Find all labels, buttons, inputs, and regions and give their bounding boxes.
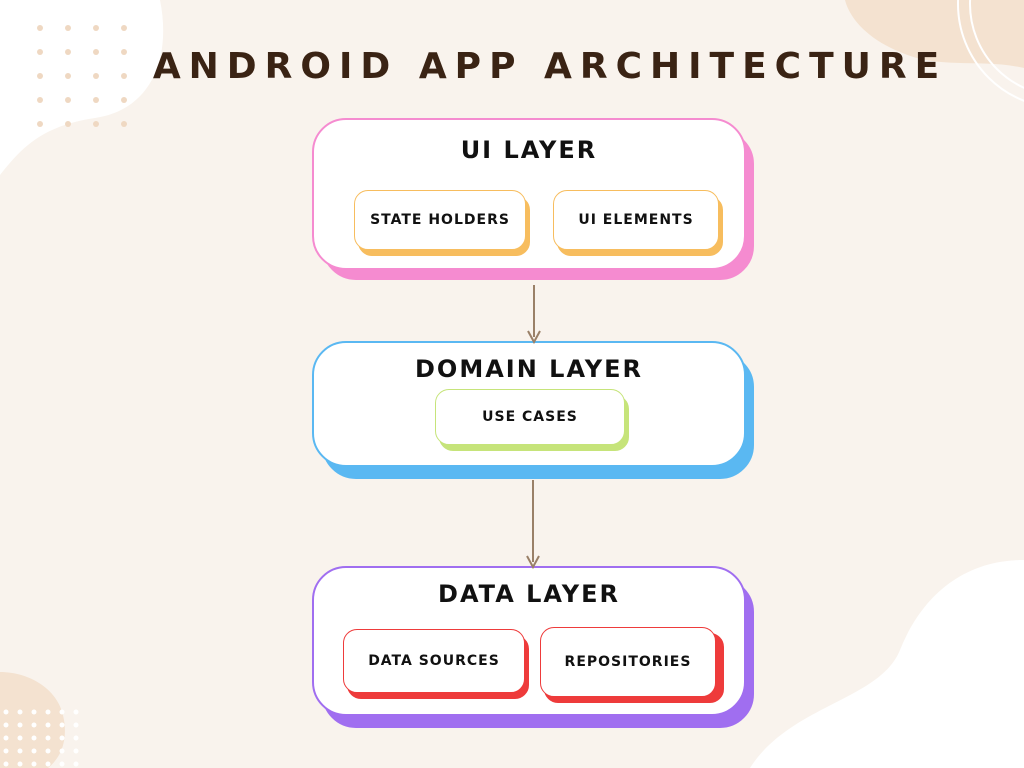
decor-dot <box>3 722 9 728</box>
decor-dot <box>37 25 43 31</box>
decor-dot <box>45 722 51 728</box>
decor-dot <box>73 709 79 715</box>
decor-dot <box>31 735 37 741</box>
ui-layer-title: UI LAYER <box>460 136 598 164</box>
ui-elements-chip: UI ELEMENTS <box>553 190 723 258</box>
decor-dot <box>65 49 71 55</box>
chip-label: REPOSITORIES <box>540 627 716 697</box>
decor-dot <box>121 121 127 127</box>
decor-dot <box>37 97 43 103</box>
decor-dot <box>121 97 127 103</box>
decor-dot <box>121 25 127 31</box>
chip-label: STATE HOLDERS <box>354 190 526 250</box>
decor-dot <box>45 748 51 754</box>
decor-dot <box>45 761 51 767</box>
ui-layer: UI LAYER STATE HOLDERS UI ELEMENTS <box>312 118 756 282</box>
decor-dot <box>17 709 23 715</box>
decor-dot <box>65 97 71 103</box>
decor-dot <box>121 73 127 79</box>
top-left-blob <box>0 0 164 175</box>
chip-label: USE CASES <box>435 389 625 445</box>
bottom-right-blob <box>750 560 1024 768</box>
decor-dot <box>3 709 9 715</box>
decor-dot <box>93 73 99 79</box>
decor-dot <box>37 49 43 55</box>
decor-dot <box>31 709 37 715</box>
page-title: ANDROID APP ARCHITECTURE <box>152 46 948 87</box>
top-right-ring <box>957 0 1024 102</box>
decor-dot <box>59 761 65 767</box>
data-sources-chip: DATA SOURCES <box>343 629 529 701</box>
decor-dot <box>93 49 99 55</box>
decor-dot <box>17 735 23 741</box>
decor-dot <box>17 748 23 754</box>
decor-dot <box>3 761 9 767</box>
decor-dot <box>65 73 71 79</box>
decor-dot <box>31 722 37 728</box>
domain-layer: DOMAIN LAYER USE CASES <box>312 341 756 481</box>
decor-dot <box>45 735 51 741</box>
decor-dot <box>37 121 43 127</box>
decor-dot <box>17 722 23 728</box>
dot-grid <box>37 25 127 127</box>
decor-dot <box>17 761 23 767</box>
decor-dot <box>59 748 65 754</box>
repositories-chip: REPOSITORIES <box>540 627 724 703</box>
arrow-ui-to-domain <box>527 285 541 345</box>
decor-dot <box>73 748 79 754</box>
decor-dot <box>73 722 79 728</box>
domain-layer-title: DOMAIN LAYER <box>415 355 643 383</box>
decor-dot <box>37 73 43 79</box>
decor-dot <box>121 49 127 55</box>
decor-dot <box>73 761 79 767</box>
decor-dot <box>93 97 99 103</box>
decor-dot <box>65 25 71 31</box>
bottom-left-blob <box>0 672 65 768</box>
decor-dot <box>31 761 37 767</box>
data-layer: DATA LAYER DATA SOURCES REPOSITORIES <box>312 566 756 730</box>
top-right-ring <box>969 0 1024 89</box>
decor-dot <box>45 709 51 715</box>
data-layer-title: DATA LAYER <box>438 580 620 608</box>
chip-label: DATA SOURCES <box>343 629 525 693</box>
decor-dot <box>73 735 79 741</box>
chip-label: UI ELEMENTS <box>553 190 719 250</box>
use-cases-chip: USE CASES <box>435 389 629 453</box>
decor-dot <box>65 121 71 127</box>
decor-dot <box>3 748 9 754</box>
arrow-domain-to-data <box>526 480 540 570</box>
decor-dot <box>93 121 99 127</box>
dot-grid <box>3 709 79 767</box>
decor-dot <box>3 735 9 741</box>
decor-dot <box>59 709 65 715</box>
decor-dot <box>59 722 65 728</box>
decor-dot <box>59 735 65 741</box>
decor-dot <box>31 748 37 754</box>
decor-dot <box>93 25 99 31</box>
state-holders-chip: STATE HOLDERS <box>354 190 530 258</box>
top-right-blob <box>845 0 1024 68</box>
